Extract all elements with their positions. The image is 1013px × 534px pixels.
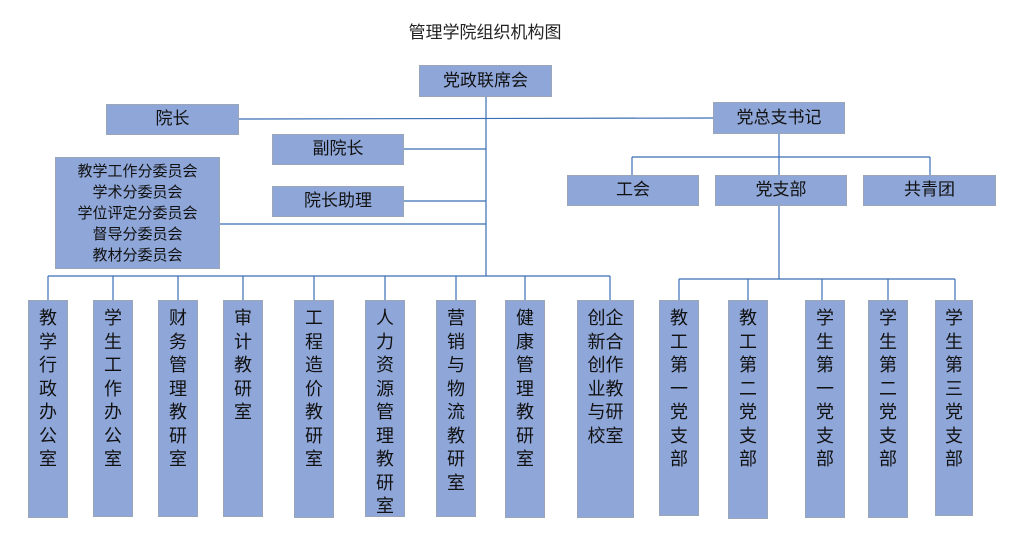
- node-top: 党政联席会: [419, 65, 552, 97]
- node-committees: 教学工作分委员会 学术分委员会 学位评定分委员会 督导分委员会 教材分委员会: [55, 157, 220, 269]
- branch-box: 学生第三党支部: [935, 300, 973, 516]
- department-box: 人力资源管理教研室: [365, 300, 405, 517]
- branch-box: 教工第二党支部: [728, 300, 768, 519]
- committee-item: 学术分委员会: [92, 182, 183, 201]
- node-dean: 院长: [106, 104, 239, 135]
- node-party-secretary: 党总支书记: [713, 102, 845, 134]
- node-youth-league: 共青团: [863, 175, 996, 206]
- department-box: 财务管理教研室: [158, 300, 198, 517]
- node-vice-dean: 副院长: [272, 134, 404, 165]
- department-box: 工程造价教研室: [294, 300, 334, 518]
- branch-box: 学生第一党支部: [805, 300, 845, 518]
- department-box: 学生工作办公室: [93, 300, 133, 517]
- committee-item: 督导分委员会: [92, 224, 183, 243]
- committee-item: 学位评定分委员会: [77, 203, 198, 222]
- department-box: 健康管理教研室: [505, 300, 545, 518]
- committee-item: 教材分委员会: [92, 245, 183, 264]
- branch-box: 学生第二党支部: [868, 300, 908, 518]
- node-dean-assistant: 院长助理: [272, 186, 404, 217]
- department-box: 教学行政办公室: [28, 300, 68, 518]
- committee-item: 教学工作分委员会: [77, 161, 198, 180]
- node-party-branch: 党支部: [715, 175, 847, 206]
- branch-box: 教工第一党支部: [659, 300, 699, 516]
- department-box: 审计教研室: [223, 300, 263, 517]
- department-box: 营销与物流教研室: [436, 300, 476, 517]
- node-union: 工会: [567, 175, 699, 206]
- chart-title: 管理学院组织机构图: [408, 23, 562, 43]
- department-box: 创新创业与校企合作教研室: [577, 300, 634, 518]
